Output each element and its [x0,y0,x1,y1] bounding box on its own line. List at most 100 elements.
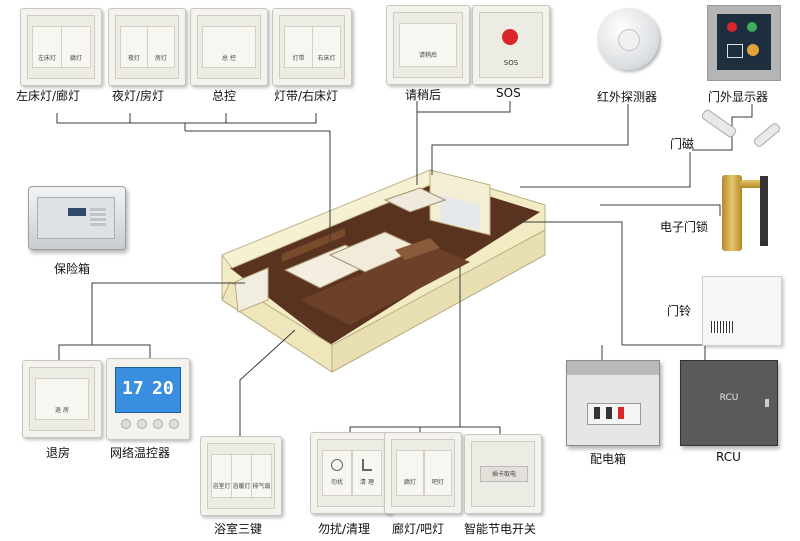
master-switch[interactable]: 总 控 [190,8,268,86]
caption-door-display: 门外显示器 [708,90,769,104]
caption-night-room: 夜灯/房灯 [112,89,165,103]
thermostat-button[interactable] [137,419,147,429]
key-label: 右床灯 [317,55,336,62]
lock-body [760,176,768,246]
thermostat-button[interactable] [121,419,131,429]
key-label: 左床灯 [37,55,56,62]
safe-display-icon [68,208,86,216]
sos-button[interactable] [502,29,518,45]
rcu-label: RCU [719,393,739,403]
sos-label: SOS [503,59,519,67]
caption-corridor-bar: 廊灯/吧灯 [392,522,445,536]
electronic-lock [722,175,742,251]
caption-safe: 保险箱 [54,262,91,276]
caption-please-wait: 请稍后 [405,88,442,102]
left-bed-light-key[interactable]: 左床灯 [32,26,62,68]
distribution-box-lid [567,361,659,375]
caption-distribution-box: 配电箱 [590,452,627,466]
bath-three-key-switch[interactable]: 浴室灯 浴暖灯 排气扇 [200,436,282,516]
bar-light-key[interactable]: 吧灯 [424,450,452,496]
thermostat-button[interactable] [169,419,179,429]
caption-left-bed-corridor: 左床灯/廊灯 [16,89,81,103]
dnd-key[interactable]: 勿扰 [322,450,352,496]
wiring-lines [56,101,753,436]
key-label: 总 控 [222,55,236,62]
corridor-light-key[interactable]: 廊灯 [61,26,91,68]
caption-dnd-clean: 勿扰/清理 [318,522,371,536]
caption-bath-three: 浴室三键 [214,522,263,536]
corridor-bar-switch[interactable]: 廊灯 吧灯 [384,432,462,514]
key-label: 房灯 [154,55,167,62]
caption-energy-switch: 智能节电开关 [464,522,537,536]
keypad-icon [90,208,106,226]
dnd-clean-switch[interactable]: 勿扰 清 理 [310,432,392,514]
key-label: 廊灯 [69,55,82,62]
clean-key[interactable]: 清 理 [352,450,382,496]
sensor-lens-icon [618,29,640,51]
light-strip-key[interactable]: 灯带 [284,26,313,68]
room-light-key[interactable]: 房灯 [147,26,175,68]
key-label: 廊灯 [403,479,416,486]
caption-doorbell: 门铃 [667,304,692,318]
exhaust-fan-key[interactable]: 排气扇 [251,454,272,498]
key-label: 灯带 [292,55,305,62]
lock-handle-icon [740,180,766,188]
room-illustration [221,169,546,373]
clean-indicator-icon [747,22,757,32]
caption-master: 总控 [212,89,237,103]
night-room-switch[interactable]: 夜灯 房灯 [108,8,186,86]
bell-button-icon [747,44,759,56]
breaker-icon [618,407,624,419]
key-label: 排气扇 [252,483,271,490]
caption-e-lock: 电子门锁 [660,220,709,234]
dnd-indicator-icon [727,22,737,32]
key-label: 退 房 [55,407,69,414]
caption-checkout: 退房 [46,446,71,460]
key-label: 浴暖灯 [232,483,251,490]
network-thermostat[interactable]: 17 20 [106,358,190,440]
breaker-icon [606,407,612,419]
current-temp: 17 [122,378,144,399]
night-light-key[interactable]: 夜灯 [120,26,148,68]
doorbell [702,276,782,346]
key-label: 浴室灯 [212,483,231,490]
bath-light-key[interactable]: 浴室灯 [211,454,232,498]
thermostat-button[interactable] [153,419,163,429]
card-slot-label: 插卡取电 [491,471,516,478]
key-label: 勿扰 [330,479,343,486]
caption-pir-sensor: 红外探测器 [597,90,658,104]
rcu-lock-icon [765,399,769,407]
corridor-key[interactable]: 廊灯 [396,450,424,496]
key-label: 夜灯 [127,55,140,62]
caption-strip-right-bed: 灯带/右床灯 [274,89,339,103]
please-wait-key[interactable]: 请稍后 [399,23,457,67]
broom-icon [362,459,372,471]
right-bed-light-key[interactable]: 右床灯 [312,26,341,68]
left-bed-corridor-switch[interactable]: 左床灯 廊灯 [20,8,102,86]
caption-rcu: RCU [716,450,741,464]
door-display [707,5,781,81]
thermostat-screen: 17 20 [115,367,181,413]
pir-sensor [597,8,659,70]
key-label: 清 理 [360,479,374,486]
door-display-screen [717,14,771,70]
safe-door [37,197,115,239]
card-slot[interactable]: 插卡取电 [480,466,528,482]
doorbell-indicator-icon [727,44,743,58]
rcu-cabinet: RCU [680,360,778,446]
bath-heater-key[interactable]: 浴暖灯 [231,454,252,498]
safe [28,186,126,250]
master-key[interactable]: 总 控 [202,26,256,68]
please-wait-switch[interactable]: 请稍后 [386,5,470,85]
key-label: 吧灯 [431,479,444,486]
strip-right-bed-switch[interactable]: 灯带 右床灯 [272,8,352,86]
breaker-row [587,403,641,425]
checkout-switch[interactable]: 退 房 [22,360,102,438]
checkout-key[interactable]: 退 房 [35,378,89,420]
energy-saving-switch[interactable]: 插卡取电 [464,434,542,514]
sos-button-panel[interactable]: SOS [472,5,550,85]
caption-sos: SOS [496,86,521,100]
set-temp: 20 [152,378,174,399]
caption-thermostat: 网络温控器 [110,446,171,460]
